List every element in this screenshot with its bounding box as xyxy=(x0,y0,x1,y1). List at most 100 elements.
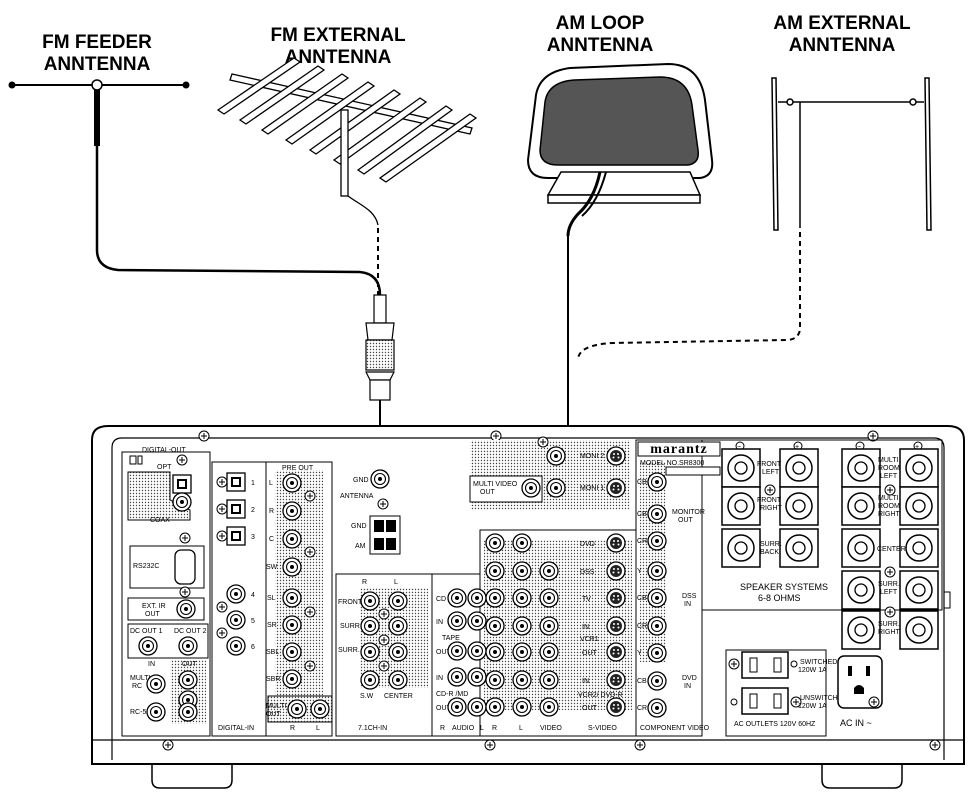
optical-out-jack[interactable] xyxy=(172,474,192,494)
component-video-section: CB CB CR MONITOR OUT Y CB CR DSS IN Y CB… xyxy=(637,472,710,732)
svg-text:SURR.: SURR. xyxy=(760,541,782,548)
svg-text:R: R xyxy=(440,725,445,732)
svg-text:IN: IN xyxy=(436,619,443,626)
opt-label: OPT xyxy=(157,464,172,471)
coax-label: COAX xyxy=(150,517,170,524)
svg-text:SBL: SBL xyxy=(266,649,279,656)
am-loop-antenna xyxy=(526,62,714,237)
svg-text:OUT: OUT xyxy=(266,711,282,718)
svg-text:BACK: BACK xyxy=(760,549,779,556)
fm-external-antenna xyxy=(216,57,478,226)
svg-text:GND: GND xyxy=(351,523,367,530)
svg-text:CR: CR xyxy=(637,538,647,545)
power-section: SWITCHED 120W 1A UNSWITCHED 120W 1A AC O… xyxy=(725,649,883,737)
ir-out-label: OUT xyxy=(182,661,198,668)
svg-text:COMPONENT VIDEO: COMPONENT VIDEO xyxy=(640,725,710,732)
svg-text:AUDIO: AUDIO xyxy=(452,725,475,732)
svg-text:Y: Y xyxy=(637,650,642,657)
multi-rc-label-1: MULTI xyxy=(130,675,151,682)
svg-text:RIGHT: RIGHT xyxy=(878,511,901,518)
svg-text:MULTI: MULTI xyxy=(878,495,899,502)
svg-text:LEFT: LEFT xyxy=(880,589,898,596)
digital-out-label: DIGITAL-OUT xyxy=(142,447,187,454)
ext-ir-label-2: OUT xyxy=(145,611,161,618)
svg-text:AC IN ~: AC IN ~ xyxy=(840,718,872,728)
svg-text:R: R xyxy=(362,579,367,586)
svg-text:OUT: OUT xyxy=(436,649,452,656)
svg-text:SPEAKER SYSTEMS: SPEAKER SYSTEMS xyxy=(740,582,828,592)
receiver-foot-left xyxy=(151,763,233,789)
multi-rc-label-2: RC xyxy=(132,683,142,690)
svg-text:DVD: DVD xyxy=(682,675,697,682)
svg-text:AM: AM xyxy=(355,543,366,550)
dc-out2-label: DC OUT 2 xyxy=(174,628,207,635)
svg-text:SL: SL xyxy=(267,595,276,602)
svg-text:+: + xyxy=(795,444,799,451)
pre-out-section: PRE OUT L R C SW SL SR SBL SBR MULTI OUT… xyxy=(266,465,333,732)
svg-text:IN: IN xyxy=(684,601,691,608)
ch71-section: R L FRONT SURR SURR. BACK S.W CENTER 7.1… xyxy=(338,579,413,732)
svg-text:7.1CH-IN: 7.1CH-IN xyxy=(358,725,387,732)
svg-text:DSS: DSS xyxy=(580,569,595,576)
fm-feeder-title-1: FM FEEDER xyxy=(42,32,152,53)
svg-text:CB: CB xyxy=(637,678,647,685)
svg-text:SWITCHED: SWITCHED xyxy=(800,659,837,666)
svg-text:IN: IN xyxy=(684,683,691,690)
svg-text:6: 6 xyxy=(251,644,255,651)
svg-text:UNSWITCHED: UNSWITCHED xyxy=(800,695,847,702)
svg-text:FRONT: FRONT xyxy=(338,599,363,606)
svg-text:PRE OUT: PRE OUT xyxy=(282,465,314,472)
antenna-terminals: GND ANTENNA GND AM xyxy=(340,469,401,555)
svg-text:MULTI VIDEO: MULTI VIDEO xyxy=(473,481,518,488)
svg-text:FRONT: FRONT xyxy=(757,461,782,468)
svg-text:CR: CR xyxy=(637,623,647,630)
fm-feeder-antenna xyxy=(8,79,190,146)
svg-text:CB: CB xyxy=(637,595,647,602)
svg-text:120W 1A: 120W 1A xyxy=(798,703,827,710)
svg-text:MULTI: MULTI xyxy=(266,703,287,710)
svg-text:SR: SR xyxy=(267,622,277,629)
svg-text:R: R xyxy=(492,725,497,732)
model-number: MODEL NO.SR8300 xyxy=(640,460,704,467)
svg-text:CB: CB xyxy=(637,479,647,486)
svg-text:SURR.: SURR. xyxy=(878,581,900,588)
svg-text:AC OUTLETS 120V 60HZ: AC OUTLETS 120V 60HZ xyxy=(734,721,816,728)
svg-text:ANTENNA: ANTENNA xyxy=(340,493,374,500)
svg-text:FRONT: FRONT xyxy=(757,497,782,504)
svg-text:SURR.: SURR. xyxy=(878,621,900,628)
svg-text:MULTI: MULTI xyxy=(878,457,899,464)
svg-text:DSS: DSS xyxy=(682,593,697,600)
svg-text:MONITOR: MONITOR xyxy=(672,509,705,516)
svg-text:L: L xyxy=(480,725,484,732)
fm-external-title-2: ANNTENNA xyxy=(285,47,392,68)
svg-text:1: 1 xyxy=(251,480,255,487)
digital-in-label: DIGITAL-IN xyxy=(218,725,254,732)
svg-text:C: C xyxy=(269,536,274,543)
ext-ir-label-1: EXT. IR xyxy=(142,603,166,610)
svg-text:L: L xyxy=(269,480,273,487)
svg-text:S.W: S.W xyxy=(360,693,374,700)
svg-text:SURR. BACK: SURR. BACK xyxy=(338,647,381,654)
monitor-section: MULTI VIDEO OUT MONI 2 MONI 1 xyxy=(469,436,626,503)
svg-text:CD-R /MD: CD-R /MD xyxy=(436,691,468,698)
svg-text:CENTER: CENTER xyxy=(384,693,413,700)
svg-text:CENTER: CENTER xyxy=(877,546,906,553)
rs232c-label: RS232C xyxy=(133,563,159,570)
am-external-title-2: ANNTENNA xyxy=(789,35,896,56)
svg-text:L: L xyxy=(519,725,523,732)
svg-text:R: R xyxy=(290,725,295,732)
svg-text:S-VIDEO: S-VIDEO xyxy=(588,725,617,732)
speaker-terminals: − + − + FRONT LEFT FRONT RIGHT SURR. BAC… xyxy=(721,441,951,650)
svg-text:CR: CR xyxy=(637,705,647,712)
svg-text:TV: TV xyxy=(582,596,591,603)
rs232c-port[interactable] xyxy=(174,549,196,585)
svg-text:5: 5 xyxy=(251,618,255,625)
svg-text:OUT: OUT xyxy=(436,705,452,712)
svg-text:−: − xyxy=(857,444,861,451)
am-external-antenna xyxy=(771,77,932,231)
svg-text:TAPE: TAPE xyxy=(442,635,460,642)
am-loop-title-1: AM LOOP xyxy=(556,13,645,34)
rc5-label: RC-5 xyxy=(130,709,146,716)
svg-text:2: 2 xyxy=(251,507,255,514)
